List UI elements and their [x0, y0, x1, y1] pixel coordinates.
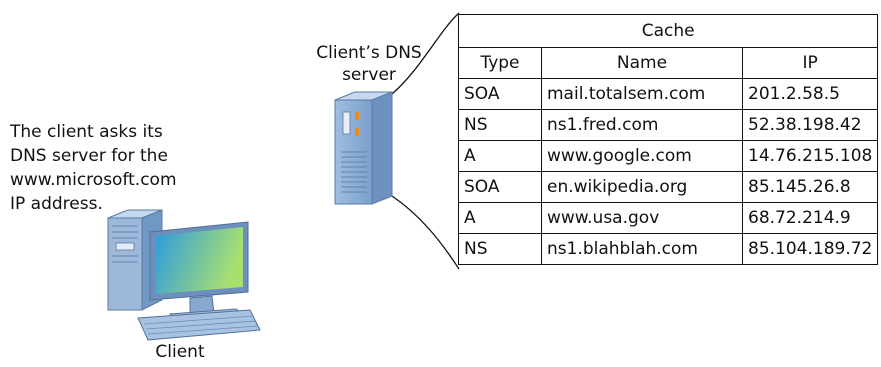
client-description-line: DNS server for the [10, 146, 168, 166]
cell-type: SOA [458, 78, 542, 110]
cache-caption: Cache [457, 14, 879, 48]
desktop-computer-icon [107, 209, 249, 323]
table-row: NS ns1.fred.com 52.38.198.42 [458, 109, 879, 141]
server-label: Client’s DNS server [300, 42, 438, 86]
cell-type: NS [458, 109, 542, 141]
connector-lines [391, 12, 460, 270]
cache-header-row: Type Name IP [458, 47, 879, 79]
cell-ip: 14.76.215.108 [741, 140, 879, 172]
table-row: NS ns1.blahblah.com 85.104.189.72 [458, 233, 879, 265]
server-label-line: server [342, 65, 396, 85]
cell-ip: 85.104.189.72 [741, 233, 879, 265]
cell-name: www.google.com [541, 140, 743, 172]
cell-ip: 68.72.214.9 [741, 202, 879, 234]
client-label: Client [155, 342, 205, 362]
cell-name: en.wikipedia.org [541, 171, 743, 203]
table-row: A www.usa.gov 68.72.214.9 [458, 202, 879, 234]
cell-name: mail.totalsem.com [541, 78, 743, 110]
client-description-line: www.microsoft.com [10, 170, 177, 190]
keyboard-icon [137, 309, 261, 341]
header-name: Name [541, 47, 743, 79]
cache-table: Cache Type Name IP SOA mail.totalsem.com… [457, 14, 879, 265]
cell-ip: 52.38.198.42 [741, 109, 879, 141]
cell-type: A [458, 140, 542, 172]
client-description-line: The client asks its [10, 122, 163, 142]
cell-name: ns1.blahblah.com [541, 233, 743, 265]
table-row: SOA en.wikipedia.org 85.145.26.8 [458, 171, 879, 203]
cell-ip: 85.145.26.8 [741, 171, 879, 203]
client-description-line: IP address. [10, 194, 103, 214]
table-row: A www.google.com 14.76.215.108 [458, 140, 879, 172]
table-row: SOA mail.totalsem.com 201.2.58.5 [458, 78, 879, 110]
client-description: The client asks its DNS server for the w… [10, 120, 210, 216]
header-ip: IP [741, 47, 879, 79]
cell-name: ns1.fred.com [541, 109, 743, 141]
cache-caption-row: Cache [457, 14, 879, 48]
cell-name: www.usa.gov [541, 202, 743, 234]
tower-server-icon [334, 91, 393, 205]
cell-type: NS [458, 233, 542, 265]
cell-ip: 201.2.58.5 [741, 78, 879, 110]
header-type: Type [458, 47, 542, 79]
server-label-line: Client’s DNS [316, 43, 422, 63]
cell-type: A [458, 202, 542, 234]
cell-type: SOA [458, 171, 542, 203]
